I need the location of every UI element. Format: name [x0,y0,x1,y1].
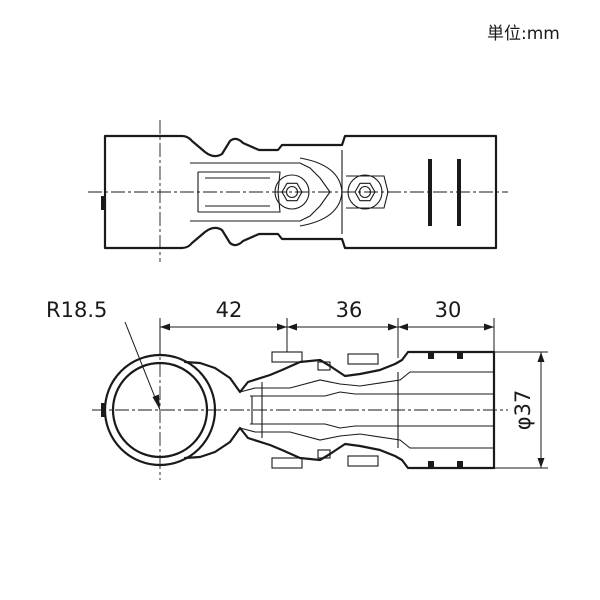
side-view-upper-profile [183,350,496,394]
bolt-block-top-right [347,353,379,365]
top-view [88,120,508,262]
dim-label-42: 42 [216,298,243,322]
slot-mark-left [428,159,432,226]
bolt-block-bottom-right [347,455,379,467]
top-view-outline [103,134,498,250]
dimensions: 42 36 30 R18.5 φ37 [46,298,548,469]
side-view-lower-profile [183,426,496,470]
diameter-label: φ37 [511,390,535,431]
bolt-block-bottom-left [271,457,303,469]
side-view [92,340,508,480]
unit-label: 単位:mm [487,24,560,44]
radius-label: R18.5 [46,298,107,322]
dim-label-36: 36 [336,298,363,322]
slot-mark-right [457,159,461,226]
dim-label-30: 30 [435,298,462,322]
bolt-block-top-left [271,351,303,363]
radius-leader [124,321,161,411]
